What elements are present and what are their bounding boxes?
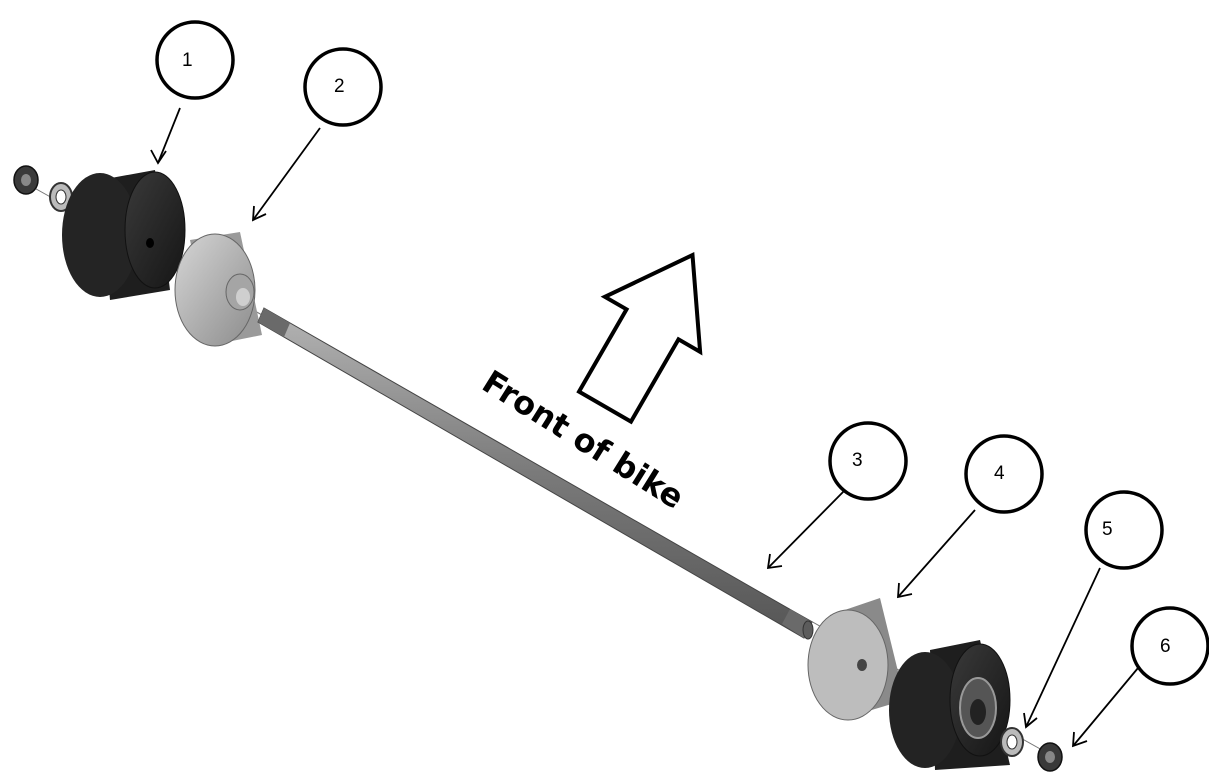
arrowhead-1 <box>150 149 167 165</box>
right-nut <box>1037 742 1063 772</box>
callout-1: 1 <box>155 20 235 100</box>
left-spacer <box>174 232 262 347</box>
leader-lines <box>150 107 1139 748</box>
arrowhead-4 <box>897 582 913 599</box>
callout-6: 6 <box>1130 606 1209 686</box>
callout-4: 4 <box>964 434 1044 514</box>
leader-1 <box>157 107 181 164</box>
leader-3 <box>767 489 846 569</box>
callout-4-number: 4 <box>994 463 1005 484</box>
callout-3: 3 <box>828 421 908 501</box>
axle-rod <box>257 307 814 640</box>
arrowhead-2 <box>251 205 267 222</box>
right-washer <box>1000 727 1024 757</box>
front-direction-arrow <box>576 251 703 425</box>
callout-1-number: 1 <box>182 50 193 71</box>
leader-5 <box>1025 567 1101 728</box>
callout-2: 2 <box>303 47 383 127</box>
arrowhead-5 <box>1023 712 1038 729</box>
left-roller <box>62 170 186 300</box>
left-nut <box>13 165 39 195</box>
leader-2 <box>252 127 321 221</box>
callout-5-number: 5 <box>1102 519 1113 540</box>
leader-4 <box>897 509 976 598</box>
arrowhead-3 <box>766 553 783 570</box>
right-roller <box>889 640 1011 770</box>
arrowhead-6 <box>1072 731 1088 748</box>
callout-2-number: 2 <box>334 76 345 97</box>
callout-5: 5 <box>1084 490 1164 570</box>
callout-6-number: 6 <box>1160 636 1171 657</box>
leader-6 <box>1072 667 1139 747</box>
right-spacer <box>807 598 905 721</box>
callout-3-number: 3 <box>852 450 863 471</box>
